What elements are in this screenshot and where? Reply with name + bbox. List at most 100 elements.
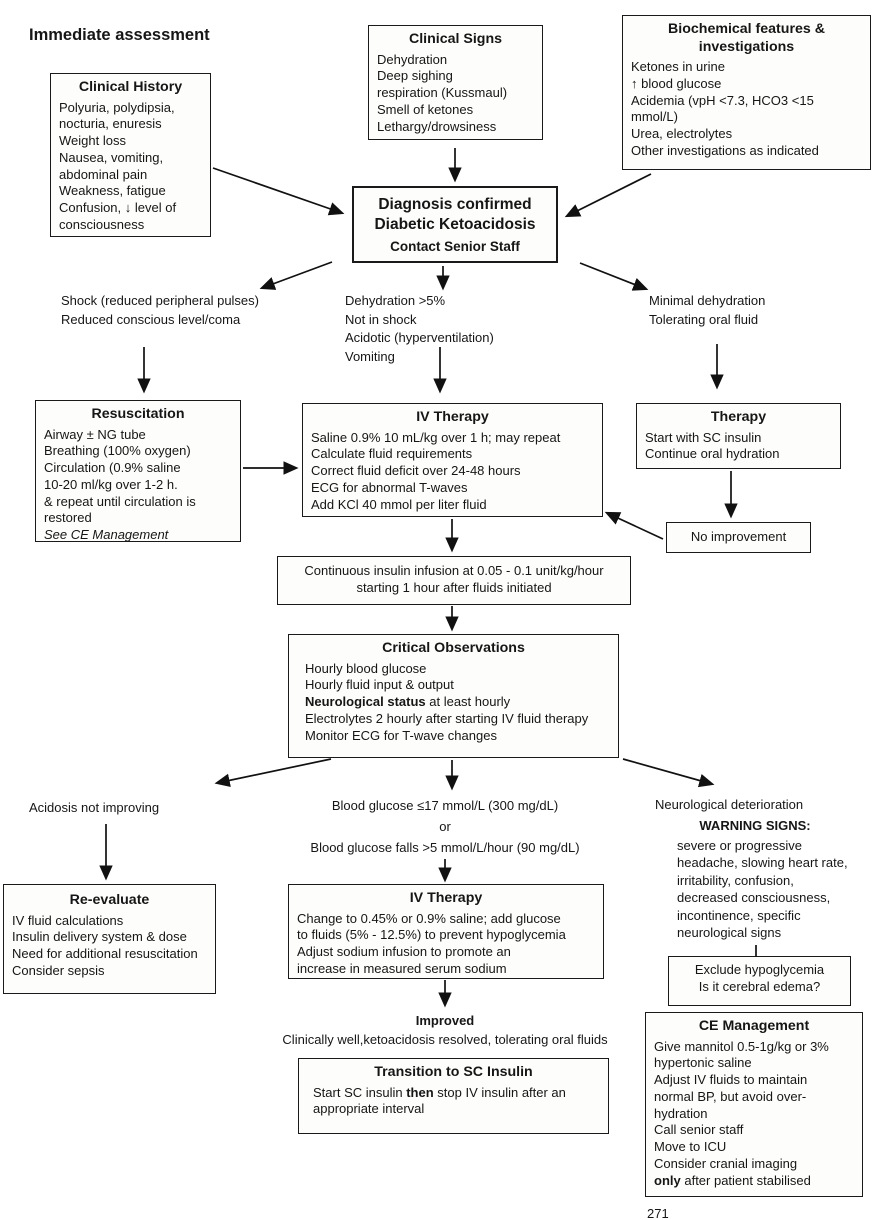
text-line: Weight loss xyxy=(59,133,126,149)
text-line: Is it cerebral edema? xyxy=(698,978,821,994)
text-line: decreased consciousness, xyxy=(677,890,831,905)
arrow-history-to-diagnosis xyxy=(212,167,345,216)
text-line: No improvement xyxy=(690,529,787,545)
arrow-critobs-to-neuro xyxy=(622,758,715,788)
text-line: ↑ blood glucose xyxy=(631,75,722,91)
page-title: Immediate assessment xyxy=(29,26,210,44)
text-line: Change to 0.45% or 0.9% saline; add gluc… xyxy=(297,910,561,926)
text-line: IV fluid calculations xyxy=(12,912,124,928)
text-line: nocturia, enuresis xyxy=(59,116,162,132)
text-line: Monitor ECG for T-wave changes xyxy=(305,727,497,743)
text-line: starting 1 hour after fluids initiated xyxy=(356,579,552,595)
glucose-condition-label: Blood glucose ≤17 mmol/L (300 mg/dL) or … xyxy=(265,795,625,858)
text-line: Shock (reduced peripheral pulses) xyxy=(61,293,259,308)
arrow-biochem-to-diagnosis xyxy=(564,173,652,218)
text-line: Adjust sodium infusion to promote an xyxy=(297,944,511,960)
text-line: Electrolytes 2 hourly after starting IV … xyxy=(305,710,589,726)
branch-minimal-dehydration-label: Minimal dehydration Tolerating oral flui… xyxy=(649,292,765,329)
text-line: Blood glucose falls >5 mmol/L/hour (90 m… xyxy=(310,840,580,855)
text-line: restored xyxy=(44,510,92,526)
text-line: Call senior staff xyxy=(654,1122,744,1138)
text-line: severe or progressive xyxy=(677,837,802,853)
text-line: Deep sighing xyxy=(377,68,453,84)
improved-subtitle: Clinically well,ketoacidosis resolved, t… xyxy=(282,1032,608,1047)
text-line: or xyxy=(439,819,451,834)
text-line: abdominal pain xyxy=(59,166,148,182)
text-line: normal BP, but avoid over- xyxy=(654,1088,807,1104)
text-line: headache, slowing heart rate, xyxy=(677,855,848,870)
text-line: Saline 0.9% 10 mL/kg over 1 h; may repea… xyxy=(311,429,561,445)
text-line: increase in measured serum sodium xyxy=(297,960,507,976)
therapy-box: Therapy Start with SC insulin Continue o… xyxy=(636,403,841,469)
bold-segment: then xyxy=(406,1084,434,1100)
text-line: Start SC insulin then stop IV insulin af… xyxy=(313,1084,566,1117)
diagnosis-confirmed-box: Diagnosis confirmed Diabetic Ketoacidosi… xyxy=(352,186,558,263)
text-line: 10-20 ml/kg over 1-2 h. xyxy=(44,476,178,492)
bold-segment: only xyxy=(654,1172,681,1188)
text-line: Dehydration >5% xyxy=(345,293,446,308)
clinical-history-box: Clinical History Polyuria, polydipsia, n… xyxy=(50,73,211,237)
text-line: neurological signs xyxy=(677,925,782,940)
box-title: IV Therapy xyxy=(409,890,483,906)
transition-to-sc-insulin-box: Transition to SC Insulin Start SC insuli… xyxy=(298,1058,609,1134)
iv-therapy-box-1: IV Therapy Saline 0.9% 10 mL/kg over 1 h… xyxy=(302,403,603,517)
text-line: to fluids (5% - 12.5%) to prevent hypogl… xyxy=(297,927,566,943)
text-line: Dehydration xyxy=(377,51,448,67)
box-title: CE Management xyxy=(698,1018,810,1034)
text-line: Acidotic (hyperventilation) xyxy=(345,330,494,345)
acidosis-not-improving-label: Acidosis not improving xyxy=(29,800,160,815)
text-line: Ketones in urine xyxy=(631,59,725,74)
text-line: respiration (Kussmaul) xyxy=(377,85,508,101)
text-line: Blood glucose ≤17 mmol/L (300 mg/dL) xyxy=(331,798,559,813)
text-line: Weakness, fatigue xyxy=(59,183,166,199)
box-title: Re-evaluate xyxy=(69,892,150,908)
text-line: Vomiting xyxy=(345,348,395,364)
text-line: Hourly blood glucose xyxy=(305,660,427,676)
text-line: Lethargy/drowsiness xyxy=(377,118,497,134)
text-line: mmol/L) xyxy=(631,109,678,125)
text-line: Correct fluid deficit over 24-48 hours xyxy=(311,463,521,479)
text-line: Not in shock xyxy=(345,311,417,327)
re-evaluate-box: Re-evaluate IV fluid calculations Insuli… xyxy=(3,884,216,994)
insulin-infusion-box: Continuous insulin infusion at 0.05 - 0.… xyxy=(277,556,631,605)
text-line: Acidemia (vpH <7.3, HCO3 <15 xyxy=(631,92,814,108)
text-line: Start with SC insulin xyxy=(645,429,762,445)
text-line: consciousness xyxy=(59,217,145,233)
contact-senior-staff-label: Contact Senior Staff xyxy=(390,239,520,254)
text-line: Add KCl 40 mmol per liter fluid xyxy=(311,496,487,512)
no-improvement-box: No improvement xyxy=(666,522,811,553)
text-line: & repeat until circulation is xyxy=(44,493,196,509)
warning-signs-block: WARNING SIGNS: severe or progressive hea… xyxy=(655,817,855,942)
exclude-hypoglycemia-box: Exclude hypoglycemia Is it cerebral edem… xyxy=(668,956,851,1006)
box-title: Critical Observations xyxy=(382,640,525,656)
text-line: incontinence, specific xyxy=(677,907,801,923)
text-line: Smell of ketones xyxy=(377,101,474,117)
branch-dehydration-label: Dehydration >5% Not in shock Acidotic (h… xyxy=(345,292,494,366)
text-line: Consider sepsis xyxy=(12,962,105,978)
box-title: IV Therapy xyxy=(416,409,489,425)
text-line: hydration xyxy=(654,1105,708,1121)
text-line: Reduced conscious level/coma xyxy=(61,311,241,327)
text-line: Circulation (0.9% saline xyxy=(44,460,181,476)
neurological-deterioration-label: Neurological deterioration xyxy=(655,796,803,815)
arrow-critobs-to-acidosis xyxy=(214,758,332,788)
text-line: Tolerating oral fluid xyxy=(649,311,759,327)
improved-title: Improved xyxy=(415,1013,475,1028)
text-line: Insulin delivery system & dose xyxy=(12,929,187,945)
diagnosis-line: Diagnosis confirmed xyxy=(378,196,532,213)
warning-signs-title: WARNING SIGNS: xyxy=(699,818,811,833)
see-ce-management-note: See CE Management xyxy=(44,527,169,543)
box-title: Clinical History xyxy=(78,79,183,95)
critical-observations-box: Critical Observations Hourly blood gluco… xyxy=(288,634,619,758)
text-line: Other investigations as indicated xyxy=(631,142,819,158)
box-title: Therapy xyxy=(710,409,767,425)
text-line: Neurological status at least hourly xyxy=(305,694,511,710)
clinical-signs-box: Clinical Signs Dehydration Deep sighing … xyxy=(368,25,543,140)
branch-shock-label: Shock (reduced peripheral pulses) Reduce… xyxy=(61,292,259,329)
text-line: Continuous insulin infusion at 0.05 - 0.… xyxy=(304,563,604,578)
text-line: Continue oral hydration xyxy=(645,446,780,462)
box-title: Transition to SC Insulin xyxy=(374,1064,533,1080)
text-line: Airway ± NG tube xyxy=(44,426,146,442)
arrow-diagnosis-to-shock xyxy=(259,261,333,290)
